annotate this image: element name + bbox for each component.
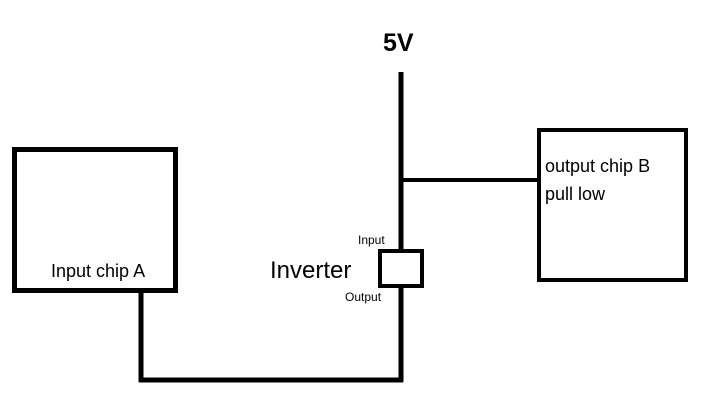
inverter-box: [378, 249, 424, 288]
input-chip-a: [12, 147, 178, 293]
output-chip-b: [537, 128, 688, 282]
chip-b-label-line2: pull low: [545, 184, 606, 204]
inverter-label: Inverter: [270, 257, 351, 284]
chip-b-label-line1: output chip B: [545, 156, 650, 176]
chip-a-label: Input chip A: [51, 261, 145, 281]
inverter-output-label: Output: [345, 290, 382, 304]
supply-label: 5V: [383, 29, 414, 57]
inverter-input-label: Input: [358, 233, 385, 247]
